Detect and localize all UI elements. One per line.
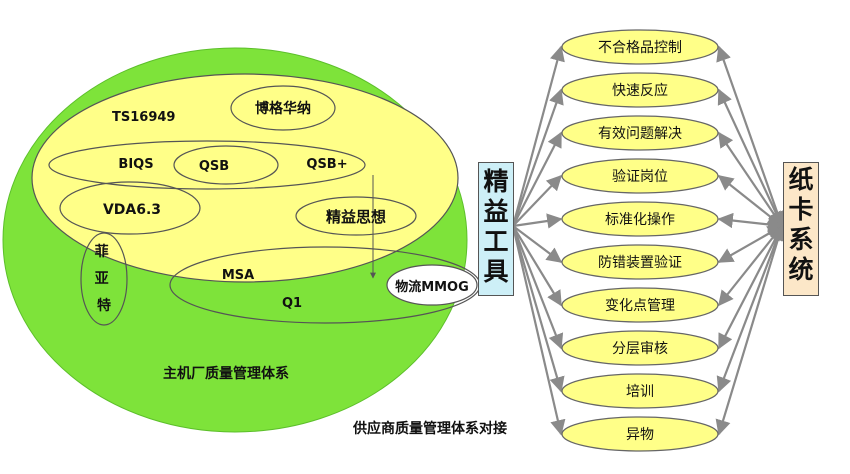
card-system-arrow	[717, 88, 784, 228]
card-system-arrows	[715, 45, 786, 436]
lean-tool-item-label: 快速反应	[612, 82, 668, 99]
lean-tools-arrow	[512, 225, 562, 307]
label-lean-thinking: 精益思想	[326, 208, 386, 226]
label-qsb: QSB	[199, 159, 229, 174]
lean-tools-char-3: 具	[483, 257, 509, 286]
lean-tools-arrow	[511, 88, 564, 227]
lean-tool-item-ellipse	[561, 416, 719, 452]
lean-tools-arrow	[511, 225, 565, 393]
lean-tool-item-label: 分层审核	[612, 341, 668, 357]
label-ts16949: TS16949	[112, 110, 175, 125]
card-system-arrow	[716, 224, 785, 393]
lean-tools-arrow	[512, 131, 562, 227]
label-msa: MSA	[222, 268, 254, 283]
card-system-char-1: 卡	[788, 195, 814, 224]
card-system-arrow	[716, 45, 785, 228]
biqs-ellipse	[48, 140, 366, 190]
lean-tool-item-ellipse	[561, 115, 719, 151]
fiat-ellipse	[80, 232, 128, 326]
lean-tools-char-1: 益	[483, 197, 509, 226]
lean-tool-item-label: 培训	[626, 384, 654, 400]
lean-tool-item-label: 不合格品控制	[598, 40, 682, 56]
lean-tools-arrow	[512, 225, 563, 263]
lean-tool-item-label: 变化点管理	[605, 298, 675, 314]
label-vda: VDA6.3	[103, 202, 161, 218]
lean-tool-item-ellipse	[561, 330, 719, 366]
lean-tool-item-ellipse	[561, 29, 719, 65]
lean-tool-item-label: 防错装置验证	[598, 255, 682, 271]
lean-tools-arrow	[512, 174, 563, 227]
card-system-char-2: 系	[788, 225, 814, 254]
lean-tools-arrow	[511, 225, 566, 436]
label-borgwarner: 博格华纳	[255, 100, 311, 117]
lean-tool-item-ellipse	[561, 373, 719, 409]
lean-tools-char-0: 精	[483, 167, 509, 196]
lean-tool-item-ellipse	[561, 158, 719, 194]
label-qsb-plus: QSB+	[306, 157, 347, 172]
lean-tool-item-ellipse	[561, 72, 719, 108]
lean-tool-item-label: 标准化操作	[605, 212, 675, 228]
lean-tool-item-label: 验证岗位	[612, 169, 668, 185]
lean-thinking-ellipse	[295, 196, 417, 236]
label-logistics: 物流MMOG	[395, 279, 469, 295]
label-oem-quality-system: 主机厂质量管理体系	[163, 365, 289, 382]
card-system-arrow	[717, 212, 784, 233]
lean-tools-arrows	[511, 45, 566, 436]
lean-tool-item-ellipse	[561, 244, 719, 280]
label-q1: Q1	[282, 296, 302, 311]
card-system-arrow	[718, 224, 783, 307]
label-fiat: 菲 亚 特	[95, 243, 114, 314]
logistics-ellipse	[386, 264, 478, 306]
card-system-arrow	[718, 131, 783, 228]
lean-tools-arrow	[511, 225, 564, 350]
lean-tools-arrow	[511, 45, 565, 227]
lean-tools-arrow	[512, 213, 563, 229]
lean-tools-char-2: 工	[483, 227, 509, 256]
lean-tool-item-label: 异物	[626, 427, 654, 443]
card-system-char-3: 统	[788, 255, 814, 284]
qsb-ellipse	[173, 145, 279, 185]
lean-tools-box: 精 益 工 具	[478, 162, 514, 296]
vda-ellipse	[59, 181, 201, 235]
label-biqs: BIQS	[118, 157, 153, 172]
lean-tool-item-label: 有效问题解决	[598, 126, 682, 142]
lean-tool-item-ellipse	[561, 287, 719, 323]
lean-tool-item-ellipse	[561, 201, 719, 237]
borgwarner-ellipse	[230, 85, 336, 131]
label-supplier-link: 供应商质量管理体系对接	[352, 420, 507, 437]
card-system-arrow	[715, 224, 786, 436]
card-system-box: 纸 卡 系 统	[783, 162, 819, 296]
card-system-char-0: 纸	[788, 165, 814, 194]
lean-tool-items: 不合格品控制快速反应有效问题解决验证岗位标准化操作防错装置验证变化点管理分层审核…	[561, 29, 719, 452]
